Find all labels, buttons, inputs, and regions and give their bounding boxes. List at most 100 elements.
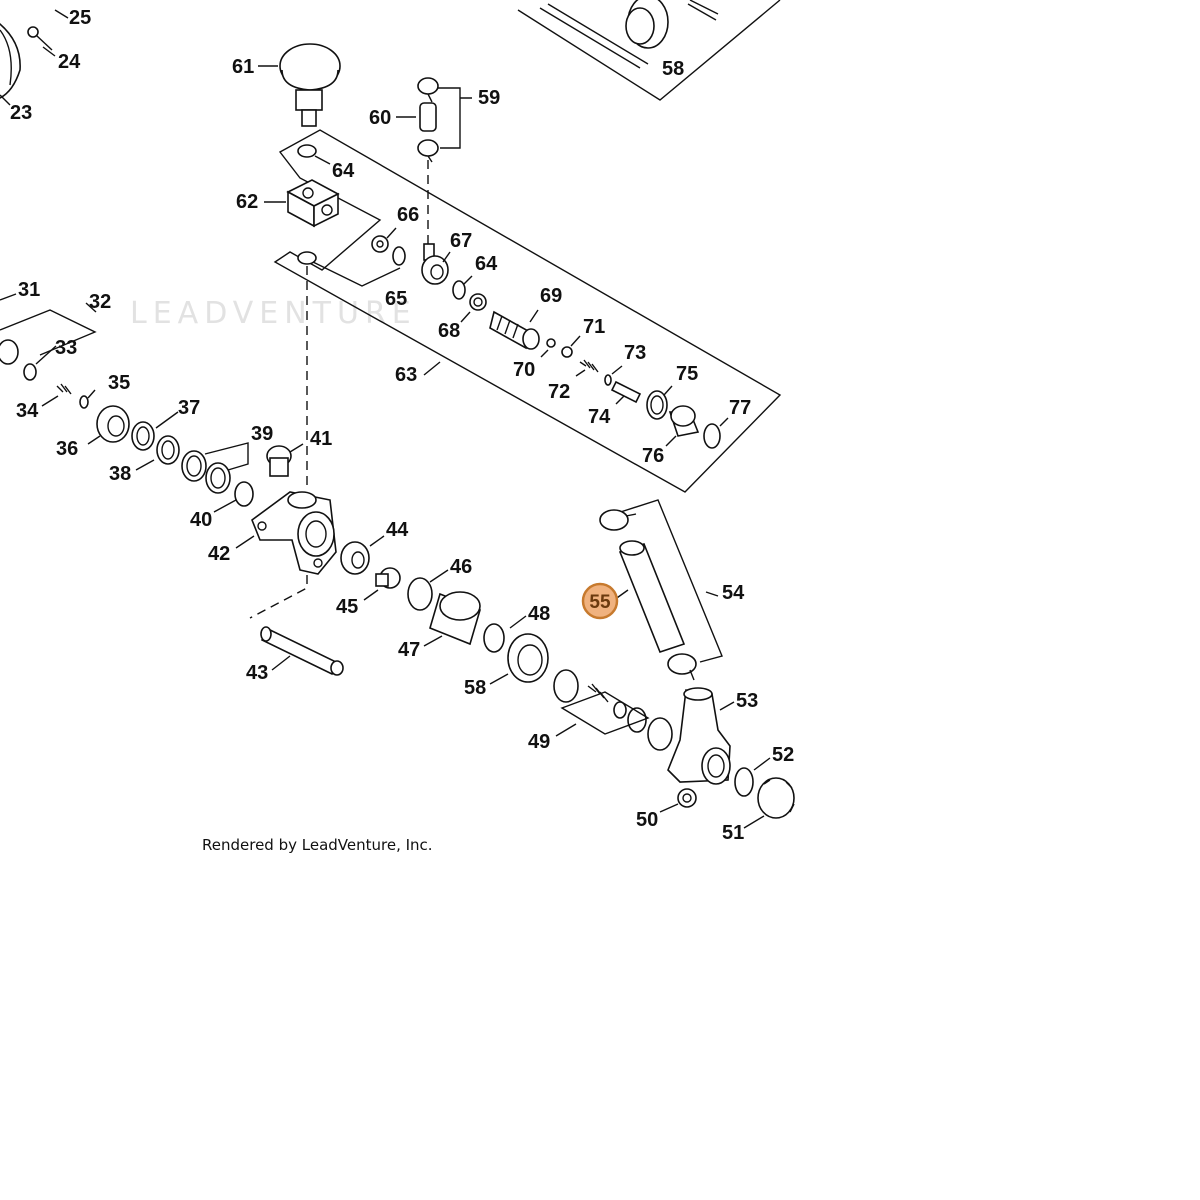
callout-38[interactable]: 38 <box>109 463 131 485</box>
callout-42[interactable]: 42 <box>208 543 230 565</box>
callout-73[interactable]: 73 <box>624 342 646 364</box>
part-69-valve <box>489 310 540 350</box>
callout-43[interactable]: 43 <box>246 662 268 684</box>
part-62-block <box>286 179 340 228</box>
callout-64-b[interactable]: 64 <box>475 253 498 275</box>
alignment-lines <box>249 160 429 619</box>
callout-35[interactable]: 35 <box>108 372 130 394</box>
part-74-stem <box>610 380 642 404</box>
part-23-housing <box>0 23 21 99</box>
part-55-tube <box>618 540 686 653</box>
part-49-valve-set <box>553 669 673 751</box>
part-33-fitting <box>23 363 37 381</box>
callout-33[interactable]: 33 <box>55 337 77 359</box>
callout-46[interactable]: 46 <box>450 556 472 578</box>
part-71-spring-seat <box>561 346 573 358</box>
callout-66[interactable]: 66 <box>397 204 419 226</box>
part-72-spring <box>579 359 599 373</box>
part-59-fitting-bottom <box>417 139 439 163</box>
part-59-fitting-top <box>417 77 439 103</box>
part-53-outlet <box>667 687 731 785</box>
callout-36[interactable]: 36 <box>56 438 78 460</box>
callout-24[interactable]: 24 <box>58 51 81 73</box>
callout-65[interactable]: 65 <box>385 288 407 310</box>
callout-67[interactable]: 67 <box>450 230 472 252</box>
part-39-seals <box>181 442 249 494</box>
callout-64-a[interactable]: 64 <box>332 160 355 182</box>
part-46-oring <box>407 577 433 611</box>
callout-75[interactable]: 75 <box>676 363 698 385</box>
callout-45[interactable]: 45 <box>336 596 358 618</box>
part-40-oring <box>234 481 254 507</box>
callout-72[interactable]: 72 <box>548 381 570 403</box>
part-50-plug <box>677 788 697 808</box>
callout-59[interactable]: 59 <box>478 87 500 109</box>
render-credit: Rendered by LeadVenture, Inc. <box>202 836 433 854</box>
callout-53[interactable]: 53 <box>736 690 758 712</box>
part-48-oring <box>483 623 505 653</box>
part-51-cap <box>757 777 795 819</box>
part-36-nut <box>96 405 130 443</box>
part-42-manifold <box>251 491 337 575</box>
part-66-washer <box>371 235 406 266</box>
callout-51[interactable]: 51 <box>722 822 744 844</box>
callout-77[interactable]: 77 <box>729 397 751 419</box>
part-70-ball <box>546 338 556 348</box>
part-76-plug <box>668 405 700 437</box>
callout-25[interactable]: 25 <box>69 7 91 29</box>
callout-58-top[interactable]: 58 <box>662 58 684 80</box>
kit-box-63 <box>273 129 782 493</box>
callout-40[interactable]: 40 <box>190 509 212 531</box>
part-34-spring <box>56 383 72 395</box>
callout-68[interactable]: 68 <box>438 320 460 342</box>
part-31-fitting <box>0 339 19 365</box>
part-75-ring <box>646 390 668 420</box>
callout-34[interactable]: 34 <box>16 400 39 422</box>
callout-37[interactable]: 37 <box>178 397 200 419</box>
part-24-screw <box>27 26 53 51</box>
part-43-shaft <box>260 626 344 676</box>
part-68-seat <box>469 293 487 311</box>
callout-23[interactable]: 23 <box>10 102 32 124</box>
callout-71[interactable]: 71 <box>583 316 605 338</box>
part-52-oring <box>734 767 754 797</box>
part-64-oring-a <box>297 144 317 158</box>
part-58-bearing <box>507 633 549 683</box>
leader-lines <box>0 65 771 829</box>
part-54-hose <box>599 499 723 681</box>
callout-50[interactable]: 50 <box>636 809 658 831</box>
part-58-kit-box <box>517 0 781 101</box>
callout-70[interactable]: 70 <box>513 359 535 381</box>
callout-55[interactable]: 55 <box>589 592 611 613</box>
callout-39[interactable]: 39 <box>251 423 273 445</box>
callout-62[interactable]: 62 <box>236 191 258 213</box>
callout-63[interactable]: 63 <box>395 364 417 386</box>
callout-49[interactable]: 49 <box>528 731 550 753</box>
part-67-elbow <box>421 243 449 285</box>
callout-44[interactable]: 44 <box>386 519 409 541</box>
callout-69[interactable]: 69 <box>540 285 562 307</box>
part-47-sleeve <box>429 591 481 646</box>
callout-54[interactable]: 54 <box>722 582 745 604</box>
callout-74[interactable]: 74 <box>588 406 611 428</box>
callout-58-mid[interactable]: 58 <box>464 677 486 699</box>
callout-47[interactable]: 47 <box>398 639 420 661</box>
callout-31[interactable]: 31 <box>18 279 40 301</box>
callout-61[interactable]: 61 <box>232 56 254 78</box>
callout-32[interactable]: 32 <box>89 291 111 313</box>
part-44-bushing <box>340 541 370 575</box>
part-73-oring <box>604 374 612 386</box>
callout-41[interactable]: 41 <box>310 428 332 450</box>
callout-76[interactable]: 76 <box>642 445 664 467</box>
part-61-cap <box>279 43 341 127</box>
callout-labels: 25 24 23 58 61 59 60 64 62 66 67 64 65 6… <box>10 7 794 844</box>
part-64-oring-b <box>452 280 466 300</box>
callout-60[interactable]: 60 <box>369 107 391 129</box>
part-41-fitting <box>266 445 292 477</box>
part-37-seal <box>131 421 155 451</box>
part-77-oring <box>703 423 721 449</box>
callout-48[interactable]: 48 <box>528 603 550 625</box>
callout-52[interactable]: 52 <box>772 744 794 766</box>
callout-55-highlight[interactable]: 55 <box>581 582 619 620</box>
